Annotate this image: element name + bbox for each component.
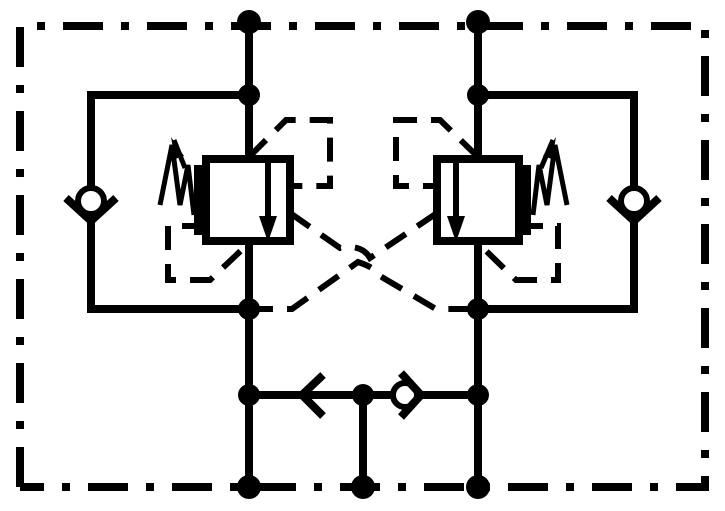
pilot-lines <box>165 117 561 312</box>
junction-node <box>467 298 489 320</box>
flow-arrow-right-head <box>447 216 465 242</box>
pilot-line-right-top <box>393 117 481 189</box>
bypass-loop-right <box>478 91 662 313</box>
junction-node <box>467 84 489 106</box>
check-valve-center-left <box>296 372 326 419</box>
junction-node <box>238 298 260 320</box>
pilot-line-left-bottom <box>165 223 252 283</box>
port-node-bottom-left <box>237 475 261 499</box>
check-valve-center-seat <box>398 370 427 420</box>
spring-right <box>530 144 570 216</box>
junction-nodes <box>237 10 490 499</box>
check-valve-right-ball <box>618 185 650 217</box>
pilot-line-left-top <box>246 117 333 189</box>
check-valve-left-seat <box>63 195 119 227</box>
junction-node <box>467 384 489 406</box>
bypass-loop-left <box>63 91 249 313</box>
port-node-bottom-right <box>466 475 490 499</box>
junction-node <box>352 384 374 406</box>
pilot-line-cross-lower <box>249 258 478 312</box>
relief-valve-right <box>433 137 570 245</box>
junction-node <box>238 384 260 406</box>
spring-left <box>157 144 197 216</box>
port-node-top-left <box>237 10 261 34</box>
port-node-bottom-center <box>351 475 375 499</box>
check-valve-left-ball <box>75 185 107 217</box>
adjust-arrow-right-head <box>543 137 556 159</box>
check-valve-right-seat <box>606 195 662 227</box>
valve-body-left <box>202 155 294 245</box>
port-node-top-right <box>466 10 490 34</box>
valve-body-right <box>433 155 523 245</box>
adjust-arrow-left-head <box>171 137 184 159</box>
flow-arrow-left-head <box>259 216 277 242</box>
junction-node <box>238 84 260 106</box>
relief-valve-left <box>157 137 294 245</box>
pilot-line-right-bottom <box>475 223 561 283</box>
pilot-line-cross-upper <box>288 210 439 263</box>
